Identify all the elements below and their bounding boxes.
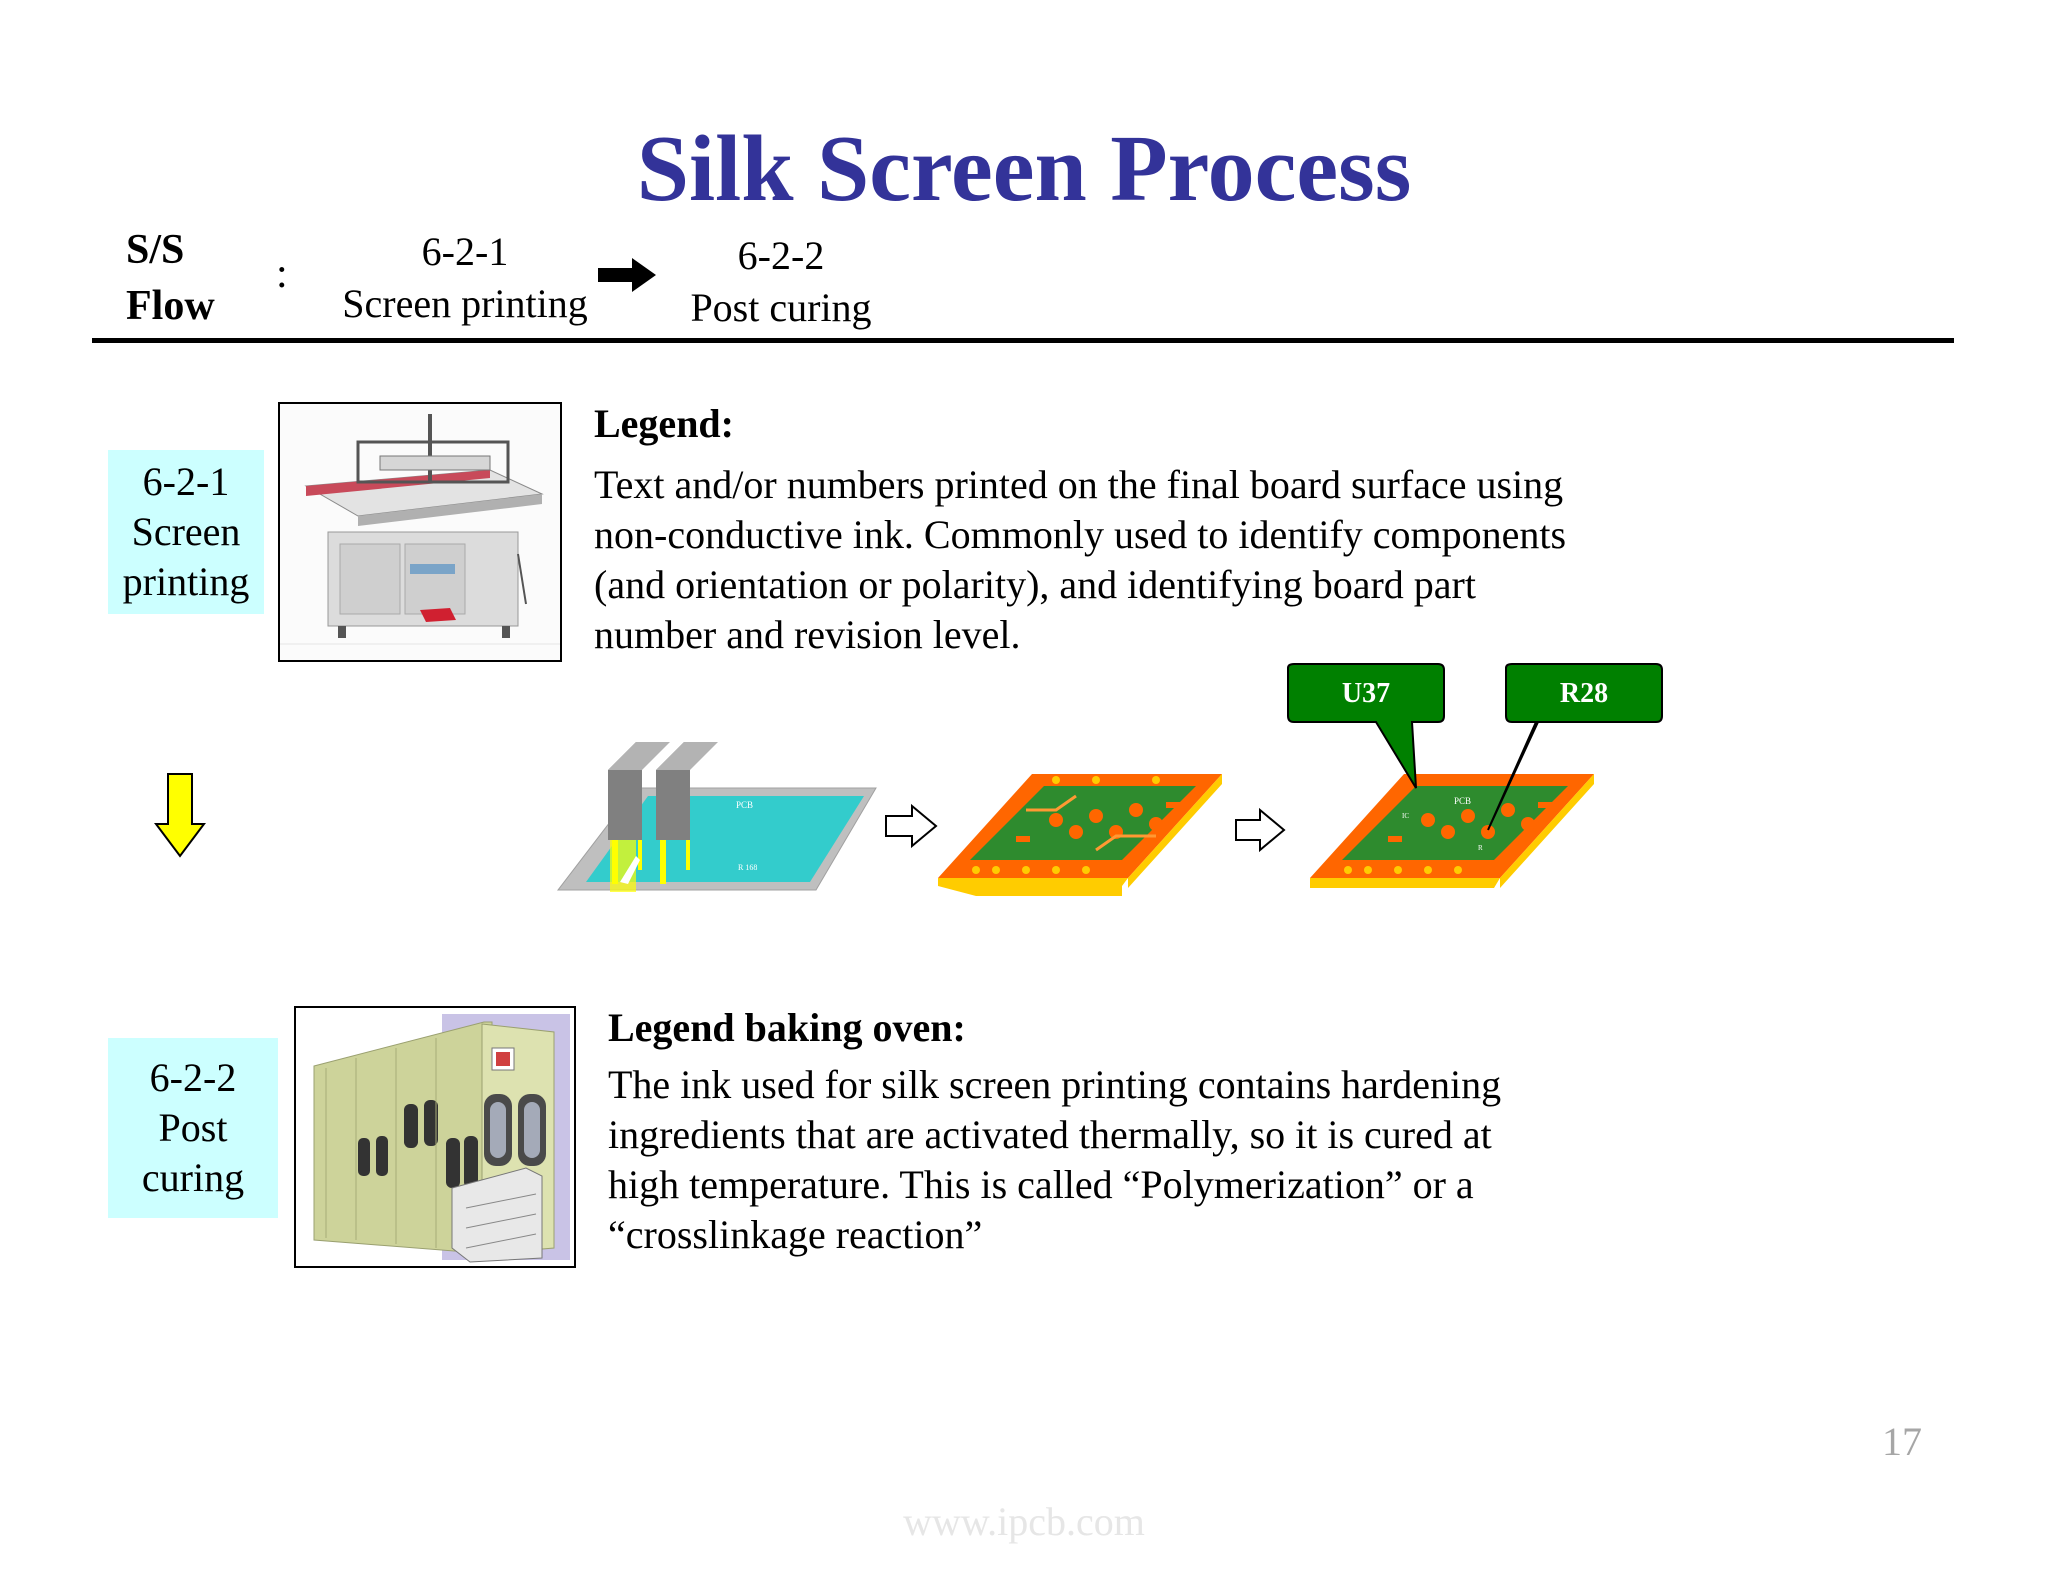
baking-oven-machine-icon [296, 1008, 574, 1266]
oven-description-line: ingredients that are activated thermally… [608, 1112, 1492, 1157]
callout-r28: R28 [1487, 663, 1663, 831]
svg-text:PCB: PCB [1454, 796, 1471, 806]
page-number: 17 [1882, 1419, 1922, 1464]
flow-colon: : [276, 251, 288, 297]
hollow-right-arrow-icon [885, 803, 938, 849]
legend-description-line: (and orientation or polarity), and ident… [594, 562, 1476, 607]
squeegee-screen-illustration: PCB R 168 [556, 742, 877, 892]
svg-text:IC: IC [1402, 812, 1409, 820]
silk-screen-process-diagram: PCB R 168 [556, 663, 1663, 896]
page-title: Silk Screen Process [636, 117, 1412, 221]
svg-text:PCB: PCB [736, 800, 753, 810]
flow-step-1: 6-2-1 Screen printing [330, 226, 600, 330]
legend-description-line: number and revision level. [594, 612, 1021, 657]
flow-label-line1: S/S [126, 227, 185, 273]
step-box-line: curing [141, 1155, 245, 1200]
pcb-board-with-legend-illustration: PCB IC R [1310, 774, 1594, 888]
flow-step-2: 6-2-2 Post curing [676, 230, 886, 334]
step-box-line: Screen [131, 509, 241, 554]
legend-description-line: Text and/or numbers printed on the final… [594, 462, 1564, 507]
flow-step-2-code: 6-2-2 [737, 233, 825, 278]
callout-u37-label: U37 [1342, 678, 1390, 709]
header-divider [92, 338, 1954, 343]
oven-description-line: high temperature. This is called “Polyme… [608, 1162, 1474, 1207]
flow-step-1-name: Screen printing [342, 281, 588, 326]
flow-step-1-code: 6-2-1 [421, 229, 509, 274]
step-box-line: 6-2-2 [149, 1055, 237, 1100]
oven-description-line: “crosslinkage reaction” [608, 1212, 983, 1257]
step-box-line: 6-2-1 [142, 459, 230, 504]
watermark: www.ipcb.com [903, 1499, 1145, 1544]
oven-heading: Legend baking oven: [608, 1005, 966, 1050]
down-arrow-icon [154, 773, 206, 858]
oven-description: The ink used for silk screen printing co… [608, 1060, 1648, 1260]
callout-u37: U37 [1287, 663, 1445, 789]
baking-oven-photo [294, 1006, 576, 1268]
pcb-board-illustration [938, 774, 1222, 896]
legend-description-line: non-conductive ink. Commonly used to ide… [594, 512, 1567, 557]
svg-text:R: R [1478, 844, 1483, 852]
legend-description: Text and/or numbers printed on the final… [594, 460, 1634, 660]
oven-description-line: The ink used for silk screen printing co… [608, 1062, 1502, 1107]
svg-text:R 168: R 168 [738, 863, 757, 872]
callout-r28-label: R28 [1560, 678, 1608, 709]
flow-label-line2: Flow [126, 283, 215, 329]
hollow-right-arrow-icon [1235, 807, 1286, 853]
flow-label: S/S Flow [126, 222, 215, 334]
flow-arrow-icon [598, 258, 656, 292]
screen-printer-photo [278, 402, 562, 662]
step-box-line: printing [122, 559, 250, 604]
step-box-line: Post [158, 1105, 228, 1150]
screen-printer-machine-icon [280, 404, 560, 660]
flow-step-2-name: Post curing [690, 285, 872, 330]
legend-heading: Legend: [594, 401, 734, 446]
step-box-post-curing: 6-2-2 Post curing [108, 1038, 278, 1218]
step-box-screen-printing: 6-2-1 Screen printing [108, 450, 264, 614]
